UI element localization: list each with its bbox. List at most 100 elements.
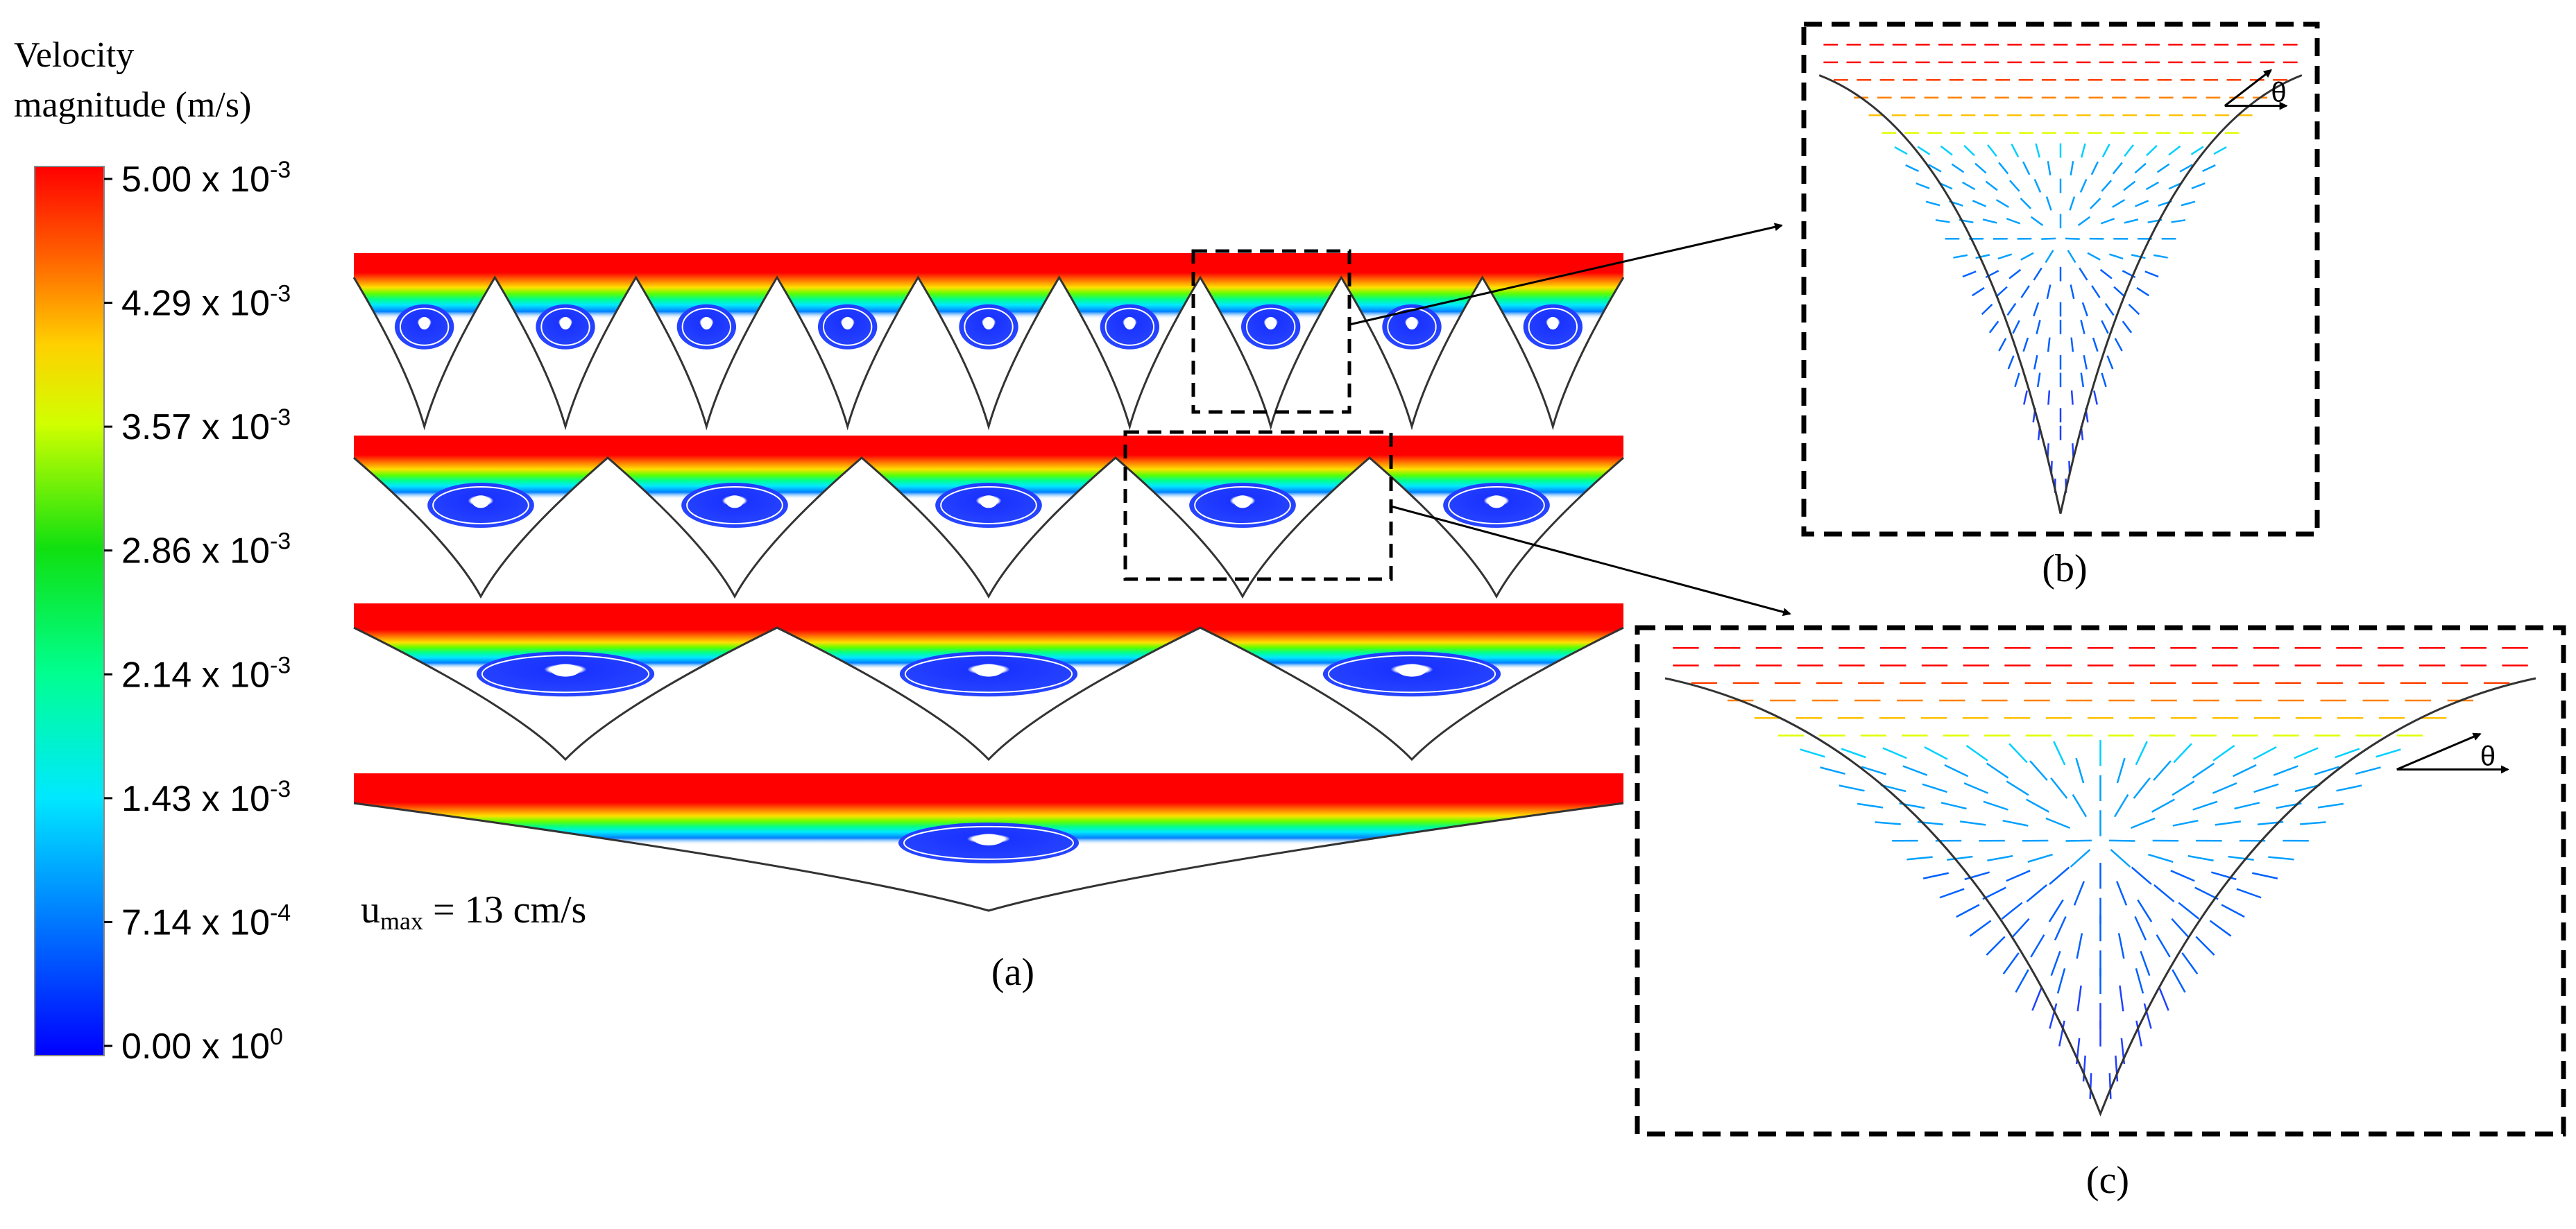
velocity-arrow [1882, 747, 1907, 759]
velocity-arrow [2108, 253, 2124, 260]
velocity-arrow [1988, 320, 1999, 334]
tick-mantissa: 0.00 x 10 [121, 1026, 270, 1067]
cavity-row [352, 253, 1625, 440]
velocity-arrow [1922, 872, 1949, 879]
tick-mantissa: 1.43 x 10 [121, 779, 270, 819]
velocity-arrow [2006, 780, 2029, 796]
velocity-arrow [2178, 902, 2200, 920]
connector-arrow-c [1390, 505, 1791, 617]
tick-exponent: -3 [270, 652, 291, 678]
velocity-arrow [2314, 766, 2340, 775]
vortex-core [418, 316, 430, 330]
velocity-arrow [2153, 760, 2172, 781]
velocity-arrow [2133, 777, 2151, 799]
velocity-arrow [2170, 870, 2195, 882]
velocity-arrow [1940, 802, 1967, 810]
tick-mantissa: 4.29 x 10 [121, 284, 270, 324]
velocity-arrow [2134, 162, 2147, 174]
streamline [1104, 307, 1155, 346]
vortex-core [1406, 316, 1417, 330]
velocity-vectors [1823, 44, 2298, 493]
velocity-arrow [2070, 284, 2075, 299]
velocity-arrow [2106, 355, 2114, 370]
velocity-vectors [1673, 646, 2528, 1099]
velocity-arrow [2082, 1055, 2086, 1082]
velocity-arrow [1981, 303, 1993, 316]
velocity-arrow [1820, 766, 1845, 775]
streamline [432, 486, 529, 524]
velocity-arrow [1861, 766, 1887, 775]
cavity-interior-mask [354, 277, 1623, 440]
velocity-arrow [2131, 866, 2152, 885]
velocity-arrow [2232, 764, 2257, 777]
velocity-arrow [1924, 746, 1948, 760]
velocity-arrow [2221, 904, 2245, 918]
velocity-arrow [1905, 164, 1919, 173]
angle-direction-arrow [2224, 69, 2272, 107]
colorbar-tick-label: 1.43 x 10-3 [121, 776, 291, 819]
umax-label: umax = 13 cm/s [361, 888, 586, 935]
velocity-arrow [2045, 196, 2052, 211]
velocity-arrow [2136, 286, 2150, 297]
velocity-arrow [2011, 918, 2030, 939]
panel-a-caption: (a) [991, 951, 1034, 994]
velocity-arrow [2072, 793, 2088, 818]
velocity-arrow [2036, 320, 2041, 334]
velocity-arrow [2213, 146, 2227, 155]
velocity-arrow [2036, 372, 2041, 388]
velocity-arrow [2113, 286, 2126, 298]
streamline [1194, 486, 1291, 524]
velocity-arrow [2079, 178, 2088, 193]
velocity-arrow [1857, 802, 1884, 809]
velocity-arrow [1935, 219, 1950, 223]
colorbar-tick-labels: 5.00 x 10-34.29 x 10-33.57 x 10-32.86 x … [104, 157, 291, 1067]
velocity-arrow [2144, 270, 2159, 278]
velocity-arrow [2128, 303, 2140, 316]
velocity-arrow [2008, 743, 2028, 764]
velocity-arrow [2172, 819, 2199, 827]
velocity-arrow [2100, 218, 2115, 225]
velocity-arrow [2140, 951, 2151, 977]
velocity-arrow [2089, 1073, 2092, 1099]
velocity-arrow [1922, 783, 1947, 793]
velocity-arrow [2007, 355, 2015, 370]
velocity-arrow [2336, 784, 2362, 792]
velocity-arrow [2268, 856, 2294, 861]
tick-mantissa: 7.14 x 10 [121, 902, 270, 943]
velocity-arrow [2030, 216, 2044, 226]
velocity-arrow [2112, 162, 2123, 175]
velocity-arrow [1841, 748, 1866, 759]
velocity-arrow [2104, 302, 2115, 316]
velocity-arrow [2070, 849, 2091, 868]
vortex-core [551, 664, 580, 677]
velocity-arrow [2011, 144, 2020, 157]
panel-b-zoom: θ [1801, 22, 2320, 537]
velocity-arrow [2045, 817, 2071, 830]
cavity-wall [353, 802, 1624, 912]
velocity-arrow [1907, 856, 1933, 861]
velocity-arrow [2020, 252, 2034, 261]
velocity-arrow [2195, 936, 2215, 956]
velocity-arrow [2294, 747, 2319, 759]
velocity-arrow [2070, 390, 2074, 405]
streamline [1245, 307, 1296, 346]
velocity-arrow [2135, 200, 2149, 207]
velocity-arrow [1983, 800, 2008, 811]
velocity-arrow [1995, 286, 2008, 298]
velocity-arrow [2115, 881, 2128, 906]
streamline [481, 655, 650, 694]
velocity-arrow [2123, 180, 2136, 191]
velocity-arrow [1928, 164, 1942, 173]
velocity-arrow [2026, 798, 2049, 813]
panel-c-caption: (c) [2086, 1159, 2129, 1202]
velocity-arrow [2091, 285, 2101, 298]
velocity-arrow [2253, 783, 2279, 793]
velocity-arrow [2355, 766, 2381, 775]
cavity-wall [1664, 677, 2536, 1117]
velocity-arrow [2070, 337, 2074, 352]
colorbar-tick-label: 5.00 x 10-3 [121, 157, 291, 200]
streamline [399, 307, 450, 346]
velocity-arrow [2049, 1003, 2058, 1029]
vortex-core [983, 316, 994, 330]
umax-value: = 13 cm/s [423, 888, 586, 931]
